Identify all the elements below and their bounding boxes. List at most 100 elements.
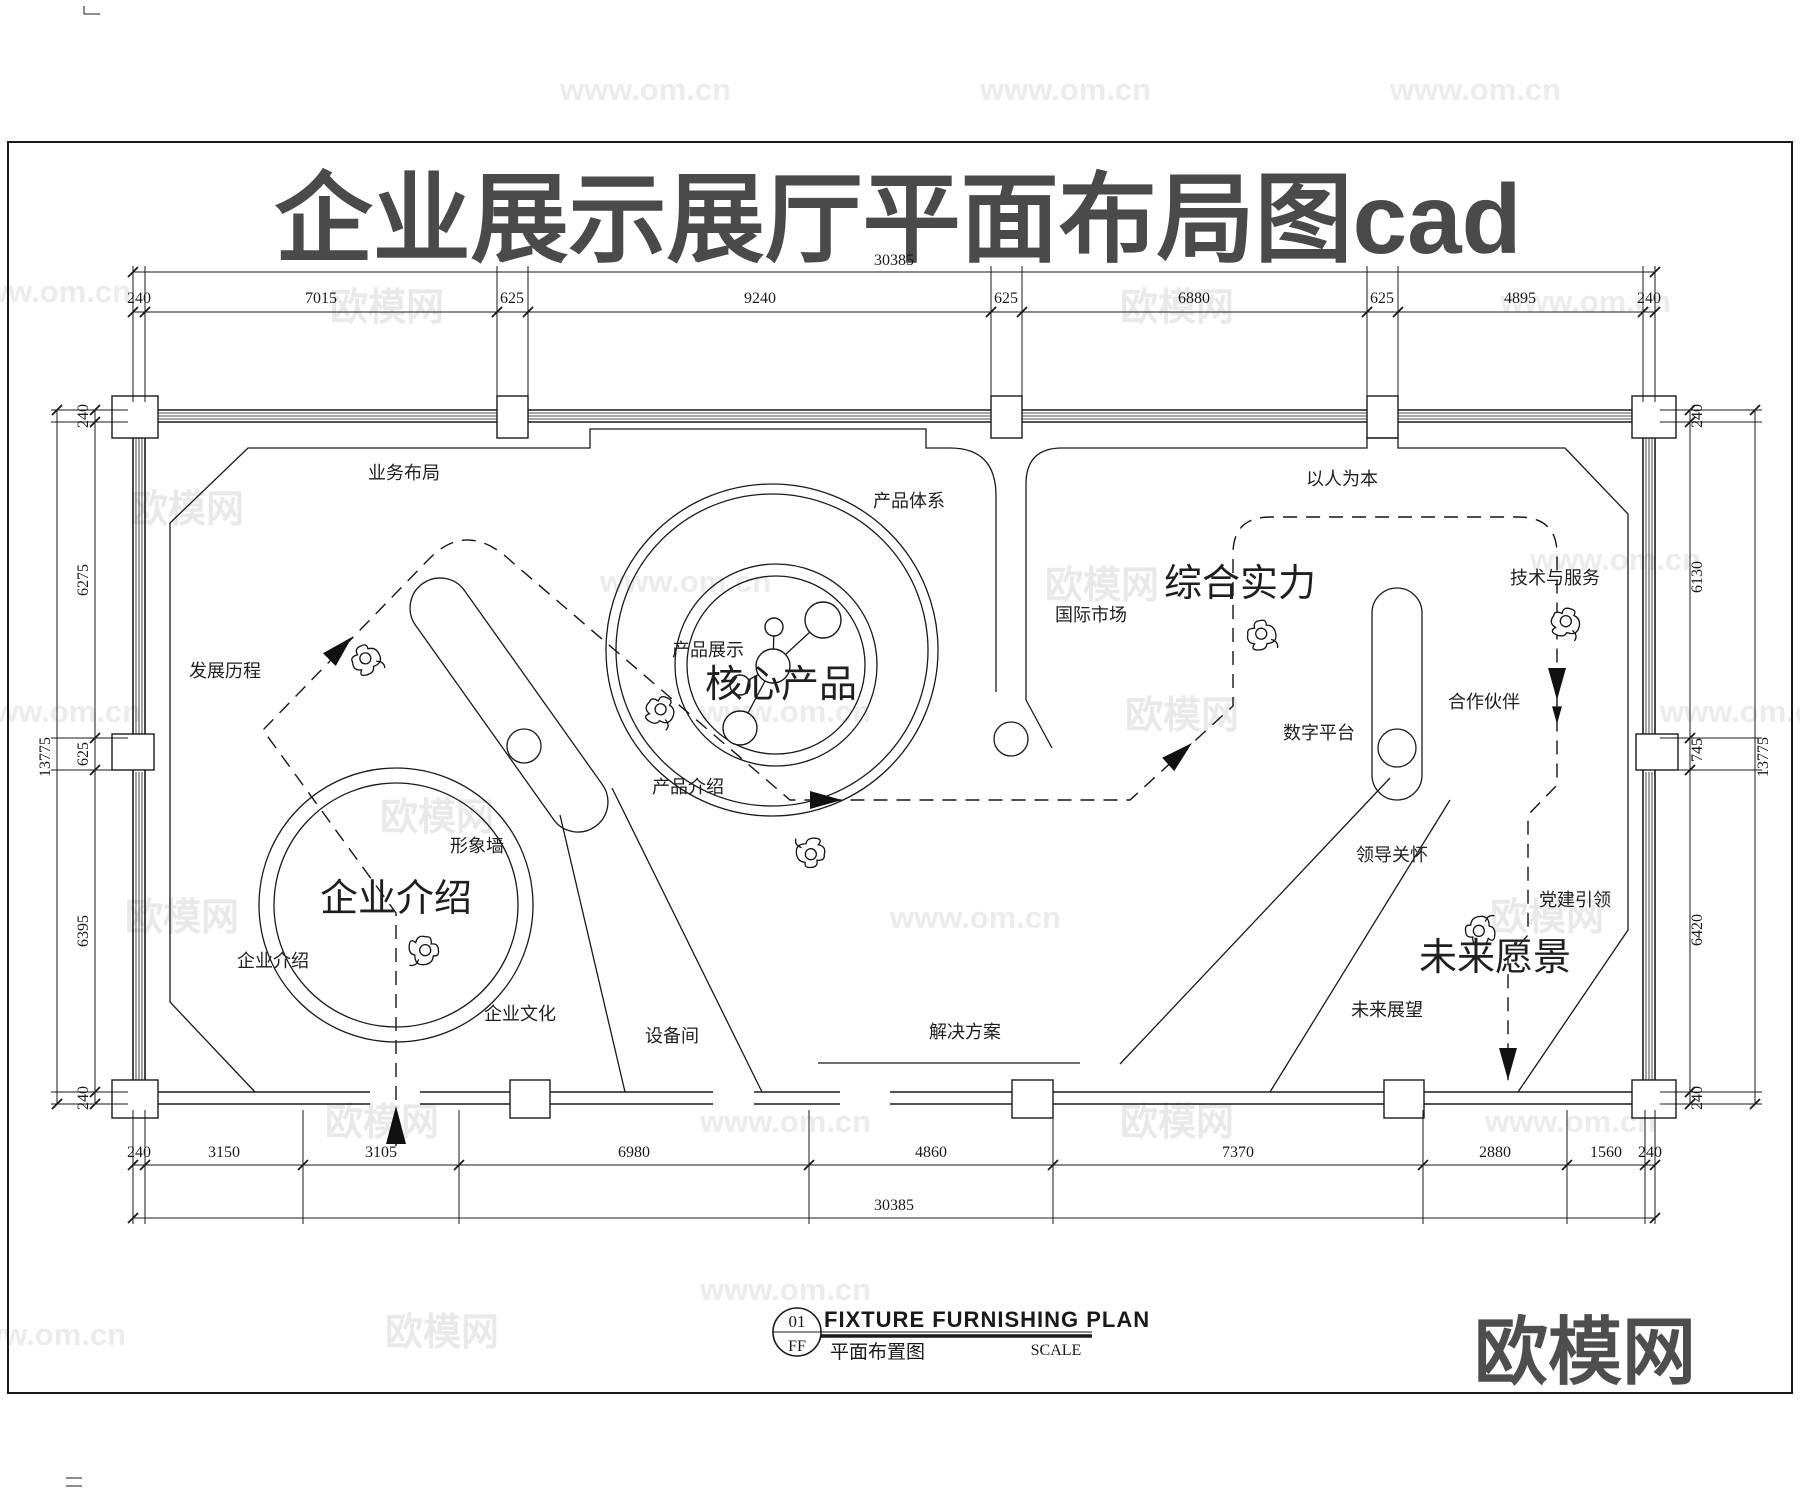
path-arrow-down2 xyxy=(1499,1048,1517,1080)
room-label-people-oriented: 以人为本 xyxy=(1306,469,1378,489)
room-label-company-intro: 企业介绍 xyxy=(237,951,309,971)
dim-top-seg: 240 xyxy=(1637,290,1661,307)
path-arrow-down-small xyxy=(1552,706,1562,724)
watermark-brand: 欧模网 xyxy=(330,287,444,329)
dim-top-seg: 625 xyxy=(500,290,524,307)
dim-top-seg: 4895 xyxy=(1504,290,1536,307)
dim-left-seg: 240 xyxy=(75,1086,92,1110)
watermark-url: www.om.cn xyxy=(559,72,731,107)
watermark-url: www.om.cn xyxy=(0,694,141,729)
room-label-international-market: 国际市场 xyxy=(1055,605,1127,625)
window-glazing-top xyxy=(158,412,1634,420)
watermark-url: www.om.cn xyxy=(1389,72,1561,107)
dim-top-seg: 240 xyxy=(127,290,151,307)
window-glazing-left xyxy=(135,438,143,1082)
watermark-brand: 欧模网 xyxy=(1125,695,1239,737)
dim-right-seg: 240 xyxy=(1689,1086,1706,1110)
scale-label: SCALE xyxy=(1031,1342,1082,1359)
watermark-url: www.om.cn xyxy=(1484,1104,1656,1139)
room-label-partners: 合作伙伴 xyxy=(1448,692,1520,712)
room-label-comprehensive-strength: 综合实力 xyxy=(1164,563,1316,605)
person-icon xyxy=(793,833,828,871)
title-block-en: FIXTURE FURNISHING PLAN xyxy=(824,1307,1150,1332)
dim-right-seg: 6420 xyxy=(1689,914,1706,946)
watermark-url: www.om.cn xyxy=(0,1317,126,1352)
digital-platform-fixture xyxy=(1371,587,1423,801)
room-label-leadership-care: 领导关怀 xyxy=(1356,845,1428,865)
detail-code: FF xyxy=(788,1338,806,1355)
dim-right-total: 13775 xyxy=(1755,737,1772,777)
title-block: 01 FF FIXTURE FURNISHING PLAN 平面布置图 SCAL… xyxy=(772,1307,1150,1363)
person-icon xyxy=(1243,616,1281,656)
window-glazing-right xyxy=(1645,438,1653,1082)
dim-left-seg: 6275 xyxy=(75,564,92,596)
watermark-url: www.om.cn xyxy=(979,72,1151,107)
dim-right-seg: 240 xyxy=(1689,404,1706,428)
southeast-corridor-walls xyxy=(1119,777,1451,1093)
watermark-url: www.om.cn xyxy=(889,900,1061,935)
room-label-image-wall: 形象墙 xyxy=(450,836,504,856)
dim-top-seg: 625 xyxy=(994,290,1018,307)
dim-bottom-seg: 4860 xyxy=(915,1144,947,1161)
dim-bottom-seg: 7370 xyxy=(1222,1144,1254,1161)
room-label-future-vision: 未来愿景 xyxy=(1419,937,1571,979)
room-label-product-system: 产品体系 xyxy=(873,491,945,511)
room-label-party-building: 党建引领 xyxy=(1539,890,1611,910)
dim-bottom-total: 30385 xyxy=(874,1197,914,1214)
watermark-brand: 欧模网 xyxy=(130,489,244,531)
corridor-wall xyxy=(1025,484,1053,749)
room-labels: 业务布局 发展历程 产品体系 产品展示 核心产品 产品介绍 国际市场 综合实力 … xyxy=(189,463,1611,1046)
title-block-cn: 平面布置图 xyxy=(830,1341,925,1363)
room-label-core-product: 核心产品 xyxy=(705,664,857,706)
dim-right-seg: 745 xyxy=(1689,738,1706,762)
site-logo: 欧模网 xyxy=(1474,1311,1696,1394)
room-label-tech-service: 技术与服务 xyxy=(1510,568,1600,588)
person-icon xyxy=(640,691,679,732)
watermark-url: www.om.cn xyxy=(699,1104,871,1139)
image-wall-fixture xyxy=(409,577,609,833)
exterior-walls xyxy=(111,395,1679,1119)
room-label-future-outlook: 未来展望 xyxy=(1351,1000,1423,1020)
room-label-digital-platform: 数字平台 xyxy=(1283,723,1355,743)
room-label-business-layout: 业务布局 xyxy=(368,463,440,483)
room-label-company-culture: 企业文化 xyxy=(484,1004,556,1024)
watermark-layer: www.om.cn www.om.cn www.om.cn www.om.cn … xyxy=(0,72,1800,1354)
watermark-url: www.om.cn xyxy=(699,1272,871,1307)
dim-bottom-seg: 240 xyxy=(1638,1144,1662,1161)
watermark-brand: 欧模网 xyxy=(380,797,494,839)
dim-bottom-seg: 6980 xyxy=(618,1144,650,1161)
drawing-title: 企业展示展厅平面布局图cad xyxy=(275,164,1522,274)
dim-left-seg: 240 xyxy=(75,404,92,428)
dimension-system: 30385 240 7015 625 9240 625 6880 625 489… xyxy=(37,252,1772,1224)
watermark-brand: 欧模网 xyxy=(1045,565,1159,607)
dim-top-seg: 625 xyxy=(1370,290,1394,307)
circulation-path xyxy=(262,516,1566,1146)
structural-columns xyxy=(111,395,1679,1119)
interior-partitions xyxy=(169,428,1629,1093)
watermark-brand: 欧模网 xyxy=(125,897,239,939)
person-icon xyxy=(404,933,442,968)
dim-left-seg: 6395 xyxy=(75,915,92,947)
person-icon xyxy=(1547,605,1583,642)
room-label-development-history: 发展历程 xyxy=(189,661,261,681)
east-display-wall xyxy=(1025,437,1629,1093)
watermark-brand: 欧模网 xyxy=(325,1102,439,1144)
path-arrow-down xyxy=(1548,668,1566,700)
dim-bottom-seg: 1560 xyxy=(1590,1144,1622,1161)
room-label-solutions: 解决方案 xyxy=(929,1022,1001,1042)
dim-bottom-seg: 2880 xyxy=(1479,1144,1511,1161)
dim-top-seg: 9240 xyxy=(744,290,776,307)
dim-right-seg: 6130 xyxy=(1689,561,1706,593)
molecule-model-icon xyxy=(722,601,842,746)
corner-crop-marks xyxy=(66,6,100,1487)
north-display-wall xyxy=(169,428,997,692)
core-product-circle-room xyxy=(605,483,939,817)
watermark-brand: 欧模网 xyxy=(385,1312,499,1354)
watermark-brand: 欧模网 xyxy=(1490,897,1604,939)
room-label-company-intro-big: 企业介绍 xyxy=(320,878,472,920)
watermark-brand: 欧模网 xyxy=(1120,1102,1234,1144)
watermark-brand: 欧模网 xyxy=(1120,287,1234,329)
dim-bottom-seg: 3150 xyxy=(208,1144,240,1161)
